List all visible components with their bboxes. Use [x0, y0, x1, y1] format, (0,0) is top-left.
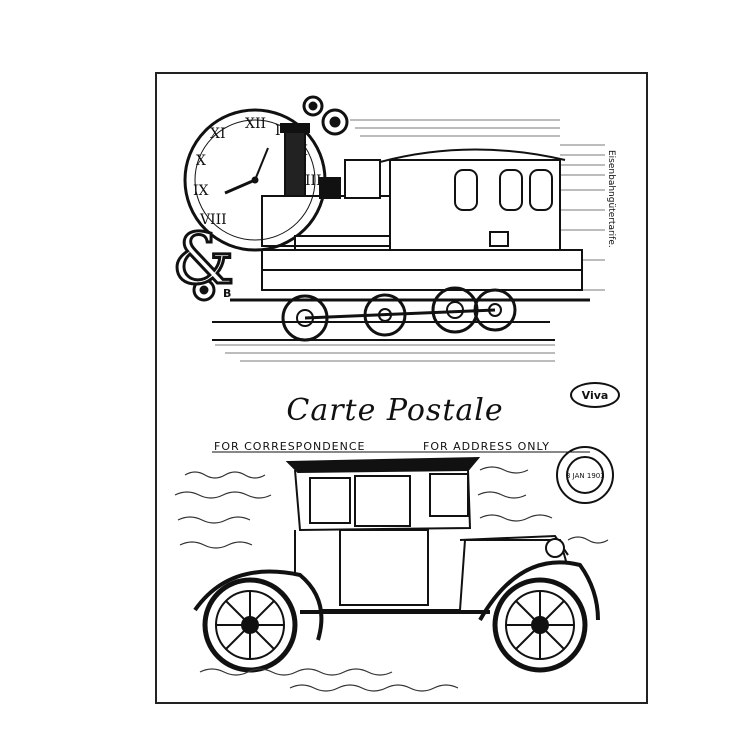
postmark-stamp [556, 446, 614, 504]
locomotive-plate: B [223, 287, 231, 300]
svg-text:XII: XII [245, 116, 266, 132]
svg-text:I: I [275, 123, 281, 139]
handwriting-lines [174, 466, 609, 692]
postmark-date: 3 JAN 1903 [566, 472, 605, 480]
viva-logo: Viva [570, 382, 620, 408]
ticket-vertical-text: Eisenbahngütertarife. [606, 150, 616, 248]
clock-icon [183, 108, 327, 252]
address-caption: FOR ADDRESS ONLY [423, 440, 550, 453]
svg-text:VIII: VIII [199, 212, 227, 228]
newsprint-background [215, 119, 605, 362]
svg-text:III: III [305, 173, 322, 189]
locomotive-illustration [212, 123, 590, 342]
vintage-car-illustration [193, 456, 600, 673]
svg-text:XI: XI [210, 126, 226, 142]
correspondence-caption: FOR CORRESPONDENCE [214, 440, 366, 453]
gear-icon [192, 95, 349, 302]
postcard-title: Carte Postale [286, 393, 504, 428]
ampersand: & [172, 218, 234, 300]
svg-text:X: X [196, 153, 206, 169]
svg-text:IX: IX [193, 183, 209, 199]
